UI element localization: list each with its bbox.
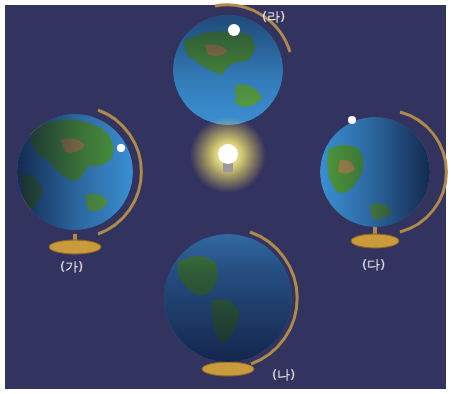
- bulb-glass: [218, 144, 238, 164]
- globe: [173, 5, 290, 125]
- observer-mark: [117, 144, 125, 152]
- globe: [164, 232, 297, 376]
- bulb-socket: [223, 163, 233, 172]
- ocean: [17, 114, 133, 230]
- observer-mark: [348, 116, 356, 124]
- ocean: [173, 15, 283, 125]
- dark-background: [5, 5, 446, 389]
- figure-label: (라): [262, 8, 285, 26]
- night-shade: [17, 114, 133, 230]
- ocean: [164, 234, 292, 362]
- observer-mark: [228, 24, 240, 36]
- stand-base: [49, 240, 101, 254]
- globe: [17, 110, 141, 254]
- ocean: [320, 117, 430, 227]
- stand-base: [351, 234, 399, 248]
- figure-label: (가): [60, 258, 83, 276]
- globe: [320, 112, 446, 248]
- light-bulb: [190, 117, 266, 193]
- night-shade: [320, 117, 430, 227]
- bulb-glow: [190, 117, 266, 193]
- night-shade: [164, 234, 292, 362]
- figure-label: (다): [362, 256, 385, 274]
- stand-base: [202, 362, 254, 376]
- night-shade: [173, 15, 283, 125]
- figure-label: (나): [272, 366, 295, 384]
